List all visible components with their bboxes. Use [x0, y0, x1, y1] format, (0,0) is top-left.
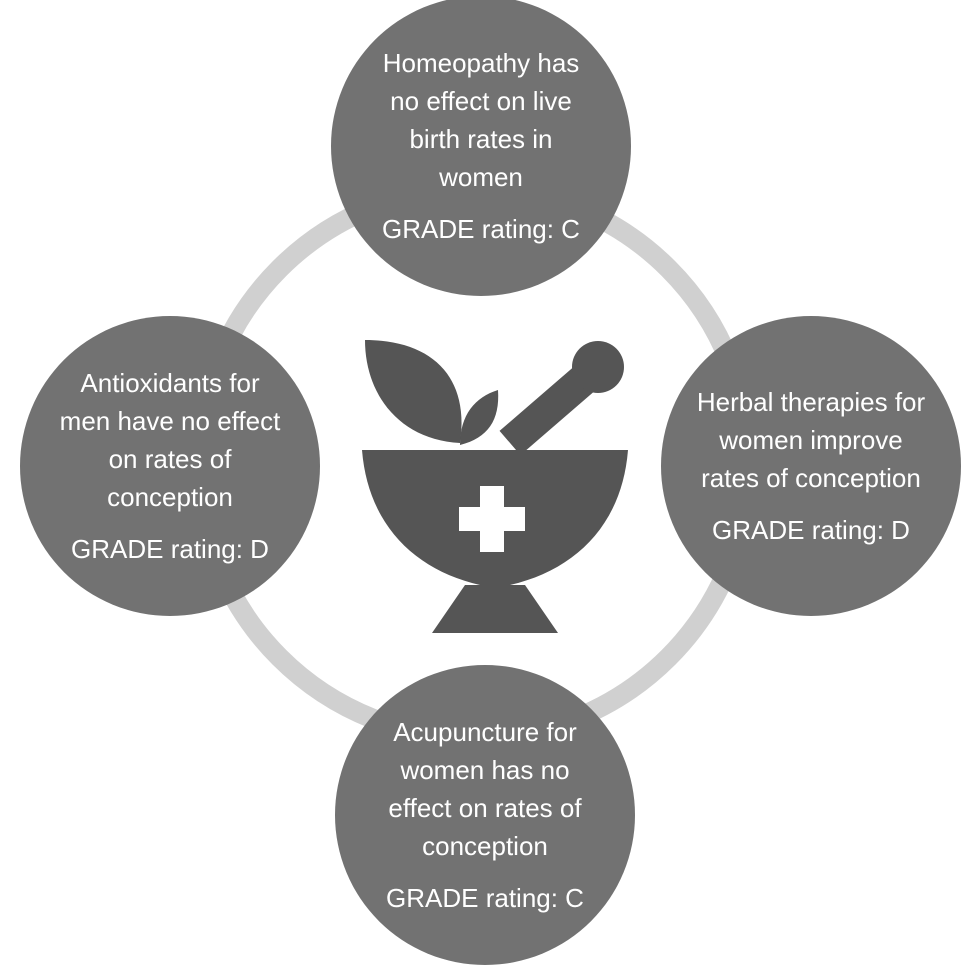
node-homeopathy-rating: GRADE rating: C — [382, 214, 580, 244]
node-homeopathy-text: Homeopathy has no effect on live birth r… — [382, 48, 580, 192]
node-antioxidants-text: Antioxidants for men have no effect on r… — [59, 368, 281, 512]
node-antioxidants-rating: GRADE rating: D — [71, 534, 269, 564]
node-herbal-therapies-rating: GRADE rating: D — [712, 515, 910, 545]
node-herbal-therapies-text: Herbal therapies for women improve rates… — [696, 387, 926, 493]
node-acupuncture-rating: GRADE rating: C — [386, 883, 584, 913]
node-acupuncture-text: Acupuncture for women has no effect on r… — [388, 717, 582, 861]
node-herbal-therapies: Herbal therapies for women improve rates… — [661, 316, 961, 616]
node-homeopathy: Homeopathy has no effect on live birth r… — [331, 0, 631, 296]
mortar-pestle-herb-cross-icon — [362, 340, 628, 633]
node-acupuncture: Acupuncture for women has no effect on r… — [335, 665, 635, 965]
node-antioxidants: Antioxidants for men have no effect on r… — [20, 316, 320, 616]
